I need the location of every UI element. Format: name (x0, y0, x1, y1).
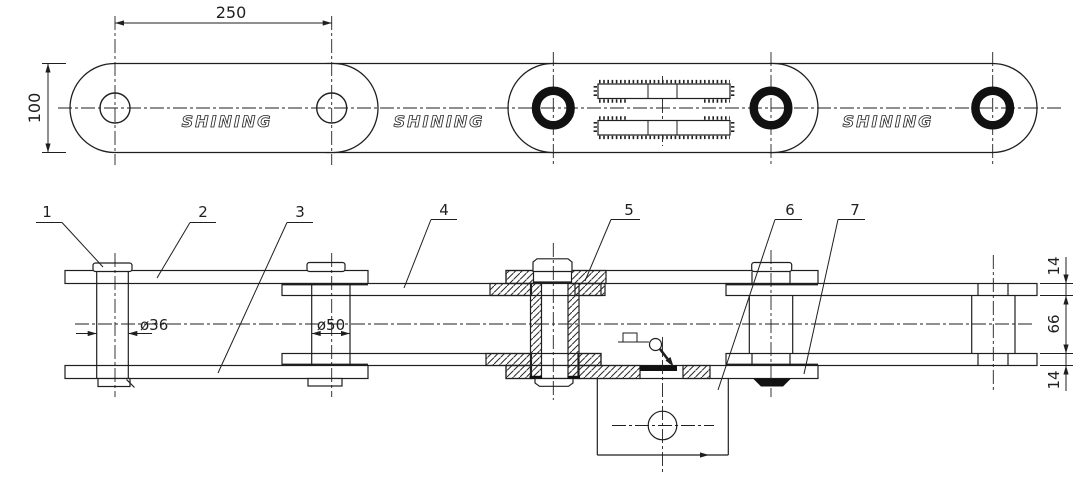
dim-pin-text: ø36 (140, 316, 168, 334)
section-hatching (485, 269, 711, 380)
part-label-5: 5 (624, 201, 634, 219)
inner-plate-band-bottom-right (725, 352, 1038, 367)
dim-pin-diameter: ø36 (76, 316, 168, 337)
part-callout-1: 1 (36, 203, 104, 268)
dim-bushing-text: ø50 (317, 316, 345, 334)
pin-end-circle-2 (316, 92, 348, 124)
part-label-6: 6 (785, 201, 795, 219)
part-callout-4: 4 (403, 201, 457, 289)
dim-plate-thickness-top-text: 14 (1045, 256, 1063, 275)
dim-plate-thickness-bottom-text: 14 (1045, 370, 1063, 389)
part-callout-5: 5 (584, 201, 640, 282)
dim-pitch-250: 250 (115, 3, 332, 26)
part-label-2: 2 (198, 203, 208, 221)
part-callout-3: 3 (217, 203, 313, 374)
brand-logo-1: SHINING (182, 112, 273, 131)
part-label-1: 1 (42, 203, 52, 221)
dim-plate-height-100: 100 (25, 63, 66, 153)
weld-symbol (618, 332, 674, 367)
joint-3-sectioned-hollow-pin (529, 258, 580, 387)
weld-bead-section (640, 365, 677, 371)
dim-width-chain: 14 66 14 (1040, 256, 1073, 391)
dim-bushing-diameter: ø50 (311, 316, 350, 337)
hollow-pin-ring-5 (971, 86, 1015, 130)
part-callouts: 1 2 3 4 5 6 7 (36, 201, 865, 391)
part-label-4: 4 (439, 201, 449, 219)
hollow-pin-ring-4 (749, 86, 793, 130)
plate-overlap-edges (282, 281, 818, 366)
hollow-pin-ring-3 (531, 86, 575, 130)
weld-bead-marks (593, 79, 735, 140)
inner-plate-band-top-right (725, 282, 1038, 297)
part-label-7: 7 (850, 201, 860, 219)
outer-plate-band-bottom-left (64, 364, 369, 380)
plan-section-view: 1 2 3 4 5 6 7 (36, 201, 1073, 474)
pin-end-circle-1 (99, 92, 131, 124)
part-label-3: 3 (295, 203, 305, 221)
joint-4-pin (748, 261, 794, 387)
dim-inner-width-text: 66 (1045, 314, 1063, 333)
dim-pitch-text: 250 (216, 3, 247, 22)
brand-logo-3: SHINING (843, 112, 934, 131)
part-callout-7: 7 (803, 201, 865, 375)
joint-1-pin (92, 262, 135, 388)
center-lines-plan-view (75, 243, 1032, 474)
part-callout-2: 2 (156, 203, 216, 279)
side-elevation-view: 250 100 SHINING SHINING SHINING (25, 3, 1063, 165)
attachment-edge-view (593, 79, 735, 140)
joint-2-bushing (306, 261, 351, 387)
brand-logo-2: SHINING (394, 112, 485, 131)
part-callout-6: 6 (717, 201, 802, 391)
dim-plate-height-text: 100 (25, 93, 44, 124)
outer-plate-band-top-left (64, 269, 369, 285)
swaged-pin-end (753, 378, 791, 387)
center-lines-top-view (58, 16, 1063, 165)
joint-5-bushing (971, 283, 1016, 366)
